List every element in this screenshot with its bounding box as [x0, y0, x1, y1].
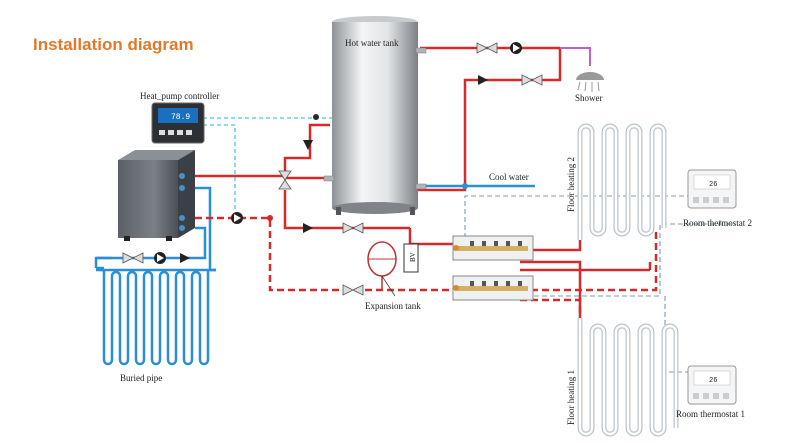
- thermostat-1-display: 26: [709, 377, 717, 385]
- buried-pipe-label: Buried pipe: [120, 373, 162, 383]
- cool-water-label: Cool water: [489, 172, 529, 182]
- heat-pump-unit: [118, 150, 195, 241]
- valve-icon: [476, 42, 498, 54]
- floor-heating-2-label: Floor heating 2: [566, 157, 576, 212]
- heat-pump-controller: 78.9: [151, 102, 205, 144]
- room-thermostat-1: 26: [687, 365, 737, 405]
- junction-icon: [267, 183, 468, 221]
- shower-label: Shower: [575, 93, 603, 103]
- thermostat-1-button[interactable]: [713, 393, 719, 399]
- hot-water-tank-label: Hot water tank: [345, 38, 399, 48]
- room-thermostat-2: 26: [687, 169, 737, 209]
- floor-heating-1-coil-outline: [578, 318, 678, 436]
- hot-water-tank: [313, 16, 427, 215]
- check-valve-icon: [303, 140, 313, 150]
- controller-button-1[interactable]: [159, 130, 165, 135]
- shower-icon: [576, 72, 604, 92]
- bv-valve: BV: [403, 243, 419, 273]
- valve-icon: [122, 252, 144, 264]
- thermostat-1-button[interactable]: [703, 393, 709, 399]
- expansion-tank-leader: [381, 275, 396, 297]
- thermostat-2-display: 26: [709, 181, 717, 189]
- bv-label: BV: [409, 252, 417, 262]
- three-way-valve-icon: [278, 170, 292, 190]
- expansion-tank: [367, 241, 397, 290]
- thermostat-2-button[interactable]: [693, 197, 699, 203]
- room-thermostat-1-label: Room thermostat 1: [676, 409, 745, 419]
- thermostat-2-button[interactable]: [703, 197, 709, 203]
- thermostat-2-button[interactable]: [713, 197, 719, 203]
- controller-button-3[interactable]: [177, 130, 183, 135]
- thermostat-2-button[interactable]: [723, 197, 729, 203]
- controller-button-2[interactable]: [168, 130, 174, 135]
- check-valve-icon: [478, 75, 488, 85]
- controller-label: Heat_pump controller: [140, 91, 219, 101]
- diagram-title: Installation diagram: [33, 35, 194, 54]
- pump-icon: [231, 212, 243, 224]
- manifold-lower: [452, 275, 534, 301]
- controller-button-4[interactable]: [186, 130, 192, 135]
- hot-return-dashed: [195, 216, 658, 318]
- signal-lines: [203, 117, 335, 210]
- pump-icon: [510, 42, 522, 54]
- thermostat-1-button[interactable]: [693, 393, 699, 399]
- pump-icon: [154, 252, 166, 264]
- expansion-tank-label: Expansion tank: [365, 301, 421, 311]
- shower-pipe: [560, 47, 591, 66]
- check-valve-icon: [303, 223, 313, 233]
- valve-icon: [521, 74, 543, 86]
- valve-icon: [342, 284, 364, 296]
- floor-heating-1-label: Floor heating 1: [566, 370, 576, 425]
- check-valve-icon: [180, 253, 190, 263]
- floor-heating-2-coil-outline: [578, 124, 666, 240]
- controller-display-value: 78.9: [171, 113, 190, 122]
- manifold-upper: [452, 235, 534, 261]
- room-thermostat-2-label: Room thermostat 2: [683, 218, 752, 228]
- temperature-sensor-icon: [313, 114, 319, 120]
- valve-icon: [342, 222, 364, 234]
- thermostat-1-button[interactable]: [723, 393, 729, 399]
